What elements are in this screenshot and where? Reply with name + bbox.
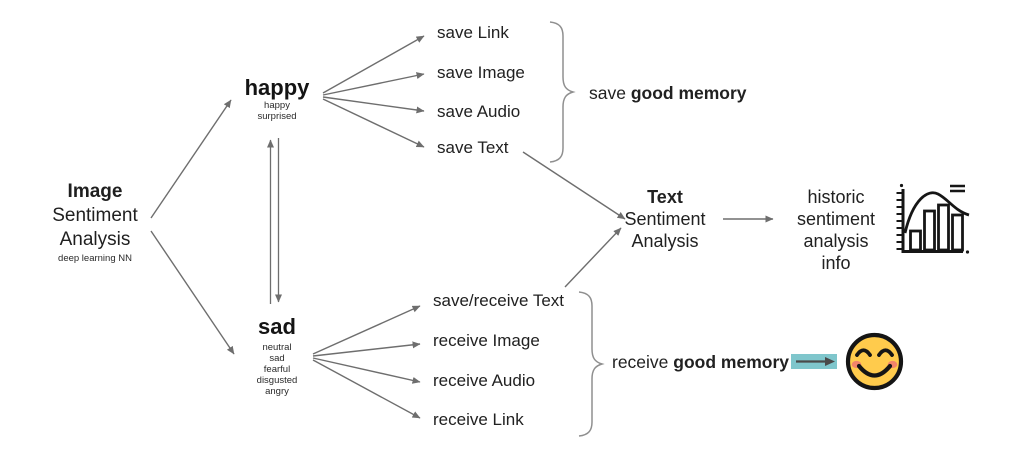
arrow-sad-receive-audio [312,357,421,384]
arrow-happy-save-link [322,35,425,94]
historic-line: info [821,253,851,273]
textnode-title: Text [647,187,683,207]
arrow-happy-save-image [322,72,425,96]
happy-node-label: happy [244,75,310,100]
arrow-receivetext-to-textnode [564,227,622,288]
arrow-root-to-happy [150,99,232,219]
sad-sublabel: sad [269,353,285,364]
save-image-item: save Image [437,63,525,82]
brace-receive-group [578,291,605,437]
sad-sublabel: fearful [263,364,291,375]
arrow-root-to-sad [150,230,235,355]
arrow-sad-savereceive-text [312,305,421,355]
save-summary-bold: good memory [630,83,747,103]
root-line2: Sentiment [52,205,138,226]
save-text-item: save Text [437,138,509,157]
smiling-face-emoji-icon [845,332,904,391]
save-audio-item: save Audio [437,102,521,121]
sad-sublabel: disgusted [256,375,298,386]
root-title: Image [67,181,123,202]
histogram-chart-icon [896,183,970,254]
historic-line: historic [807,187,865,207]
brace-save-group [549,21,576,163]
happy-sublabel: happy [264,100,290,111]
receive-image-item: receive Image [433,331,540,350]
teal-highlighted-right-arrow-icon [791,354,837,369]
arrow-sad-receive-link [312,359,421,419]
happy-sublabel: surprised [257,111,297,122]
sad-node-label: sad [258,314,296,339]
historic-info-node: historic sentiment analysis info [797,186,875,274]
arrow-sad-receive-image [312,341,421,357]
sad-sublabel: angry [265,386,289,397]
root-node: Image Sentiment Analysis [52,180,138,252]
save-good-memory-label: save good memory [589,82,747,104]
arrow-savetext-to-textnode [522,151,626,220]
save-receive-text-item: save/receive Text [433,291,565,310]
textnode-line2: Sentiment [624,209,706,229]
historic-line: analysis [803,231,869,251]
sad-sublabel: neutral [262,342,292,353]
receive-summary-bold: good memory [673,352,789,372]
happy-sublabels: happy surprised [257,100,296,122]
receive-audio-item: receive Audio [433,371,536,390]
save-summary-prefix: save [589,83,631,103]
receive-good-memory-label: receive good memory [612,351,789,373]
arrow-happy-save-audio [322,96,425,114]
historic-line: sentiment [796,209,876,229]
textnode-line3: Analysis [631,231,699,251]
save-link-item: save Link [437,23,509,42]
text-sentiment-node: Text Sentiment Analysis [624,186,705,252]
sad-sublabels: neutral sad fearful disgusted angry [257,342,298,397]
receive-summary-prefix: receive [612,352,674,372]
receive-link-item: receive Link [433,410,524,429]
arrow-happy-save-text [322,98,425,148]
root-line3: Analysis [59,229,131,250]
root-subtitle: deep learning NN [58,253,132,264]
